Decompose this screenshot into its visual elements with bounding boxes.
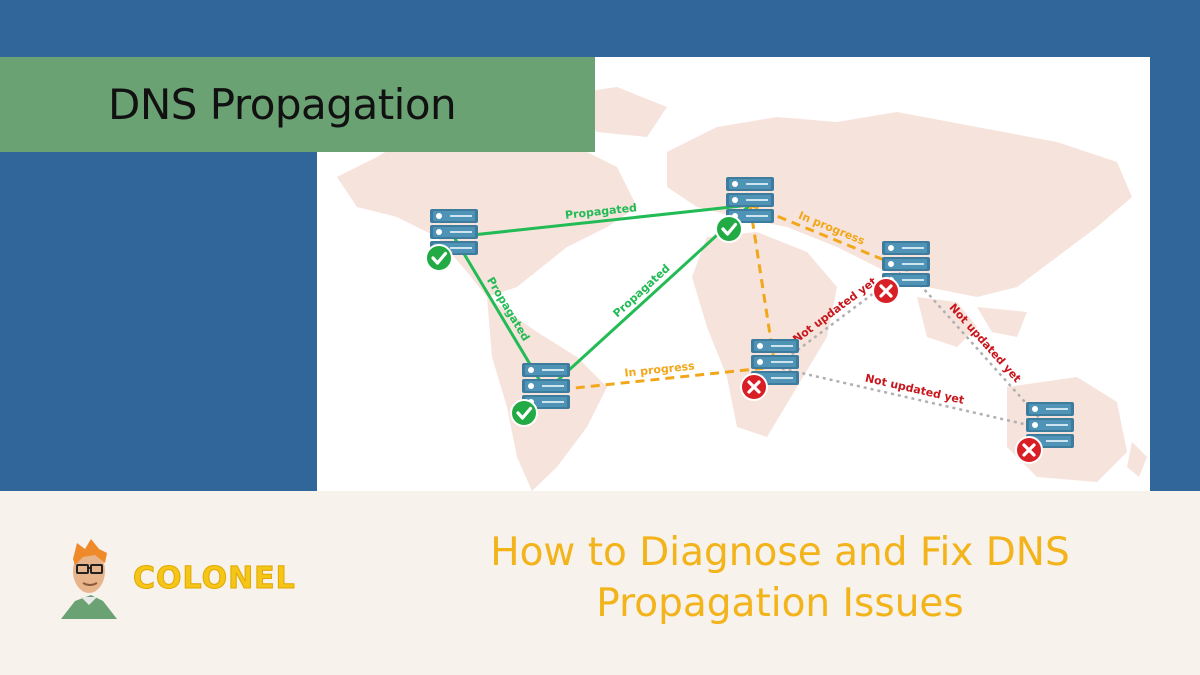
edge-label-africa-australia: Not updated yet [864, 372, 966, 407]
page-title: DNS Propagation [108, 80, 457, 129]
colonel-mascot-icon [61, 539, 117, 619]
edge-north-america-europe [453, 203, 751, 239]
edge-south-america-africa [545, 365, 776, 393]
headline: How to Diagnose and Fix DNS Propagation … [420, 527, 1140, 629]
server-node-australia [1015, 402, 1074, 464]
check-icon [510, 399, 538, 427]
edge-europe-asia [749, 203, 907, 271]
server-node-south-america [510, 363, 570, 427]
title-band: DNS Propagation [0, 57, 595, 152]
headline-line-1: How to Diagnose and Fix DNS [490, 530, 1070, 575]
error-x-icon [1015, 436, 1043, 464]
nodes-layer [425, 177, 1074, 464]
server-icon [1026, 402, 1074, 448]
server-icon [522, 363, 570, 409]
edge-label-south-america-europe: Propagated [611, 262, 673, 320]
error-x-icon [872, 277, 900, 305]
error-x-icon [740, 373, 768, 401]
server-icon [751, 339, 799, 385]
edge-south-america-europe [544, 203, 752, 393]
headline-line-2: Propagation Issues [596, 581, 964, 626]
server-node-europe [715, 177, 774, 243]
edge-asia-australia [905, 268, 1051, 431]
brand-name: COLONEL [133, 561, 296, 597]
edge-africa-australia [774, 365, 1051, 432]
server-node-north-america [425, 209, 478, 272]
server-node-asia [872, 241, 930, 305]
check-icon [715, 215, 743, 243]
server-node-africa [740, 339, 799, 401]
footer: COLONEL How to Diagnose and Fix DNS Prop… [0, 491, 1200, 675]
check-icon [425, 244, 453, 272]
brand-logo: COLONEL [55, 531, 355, 626]
